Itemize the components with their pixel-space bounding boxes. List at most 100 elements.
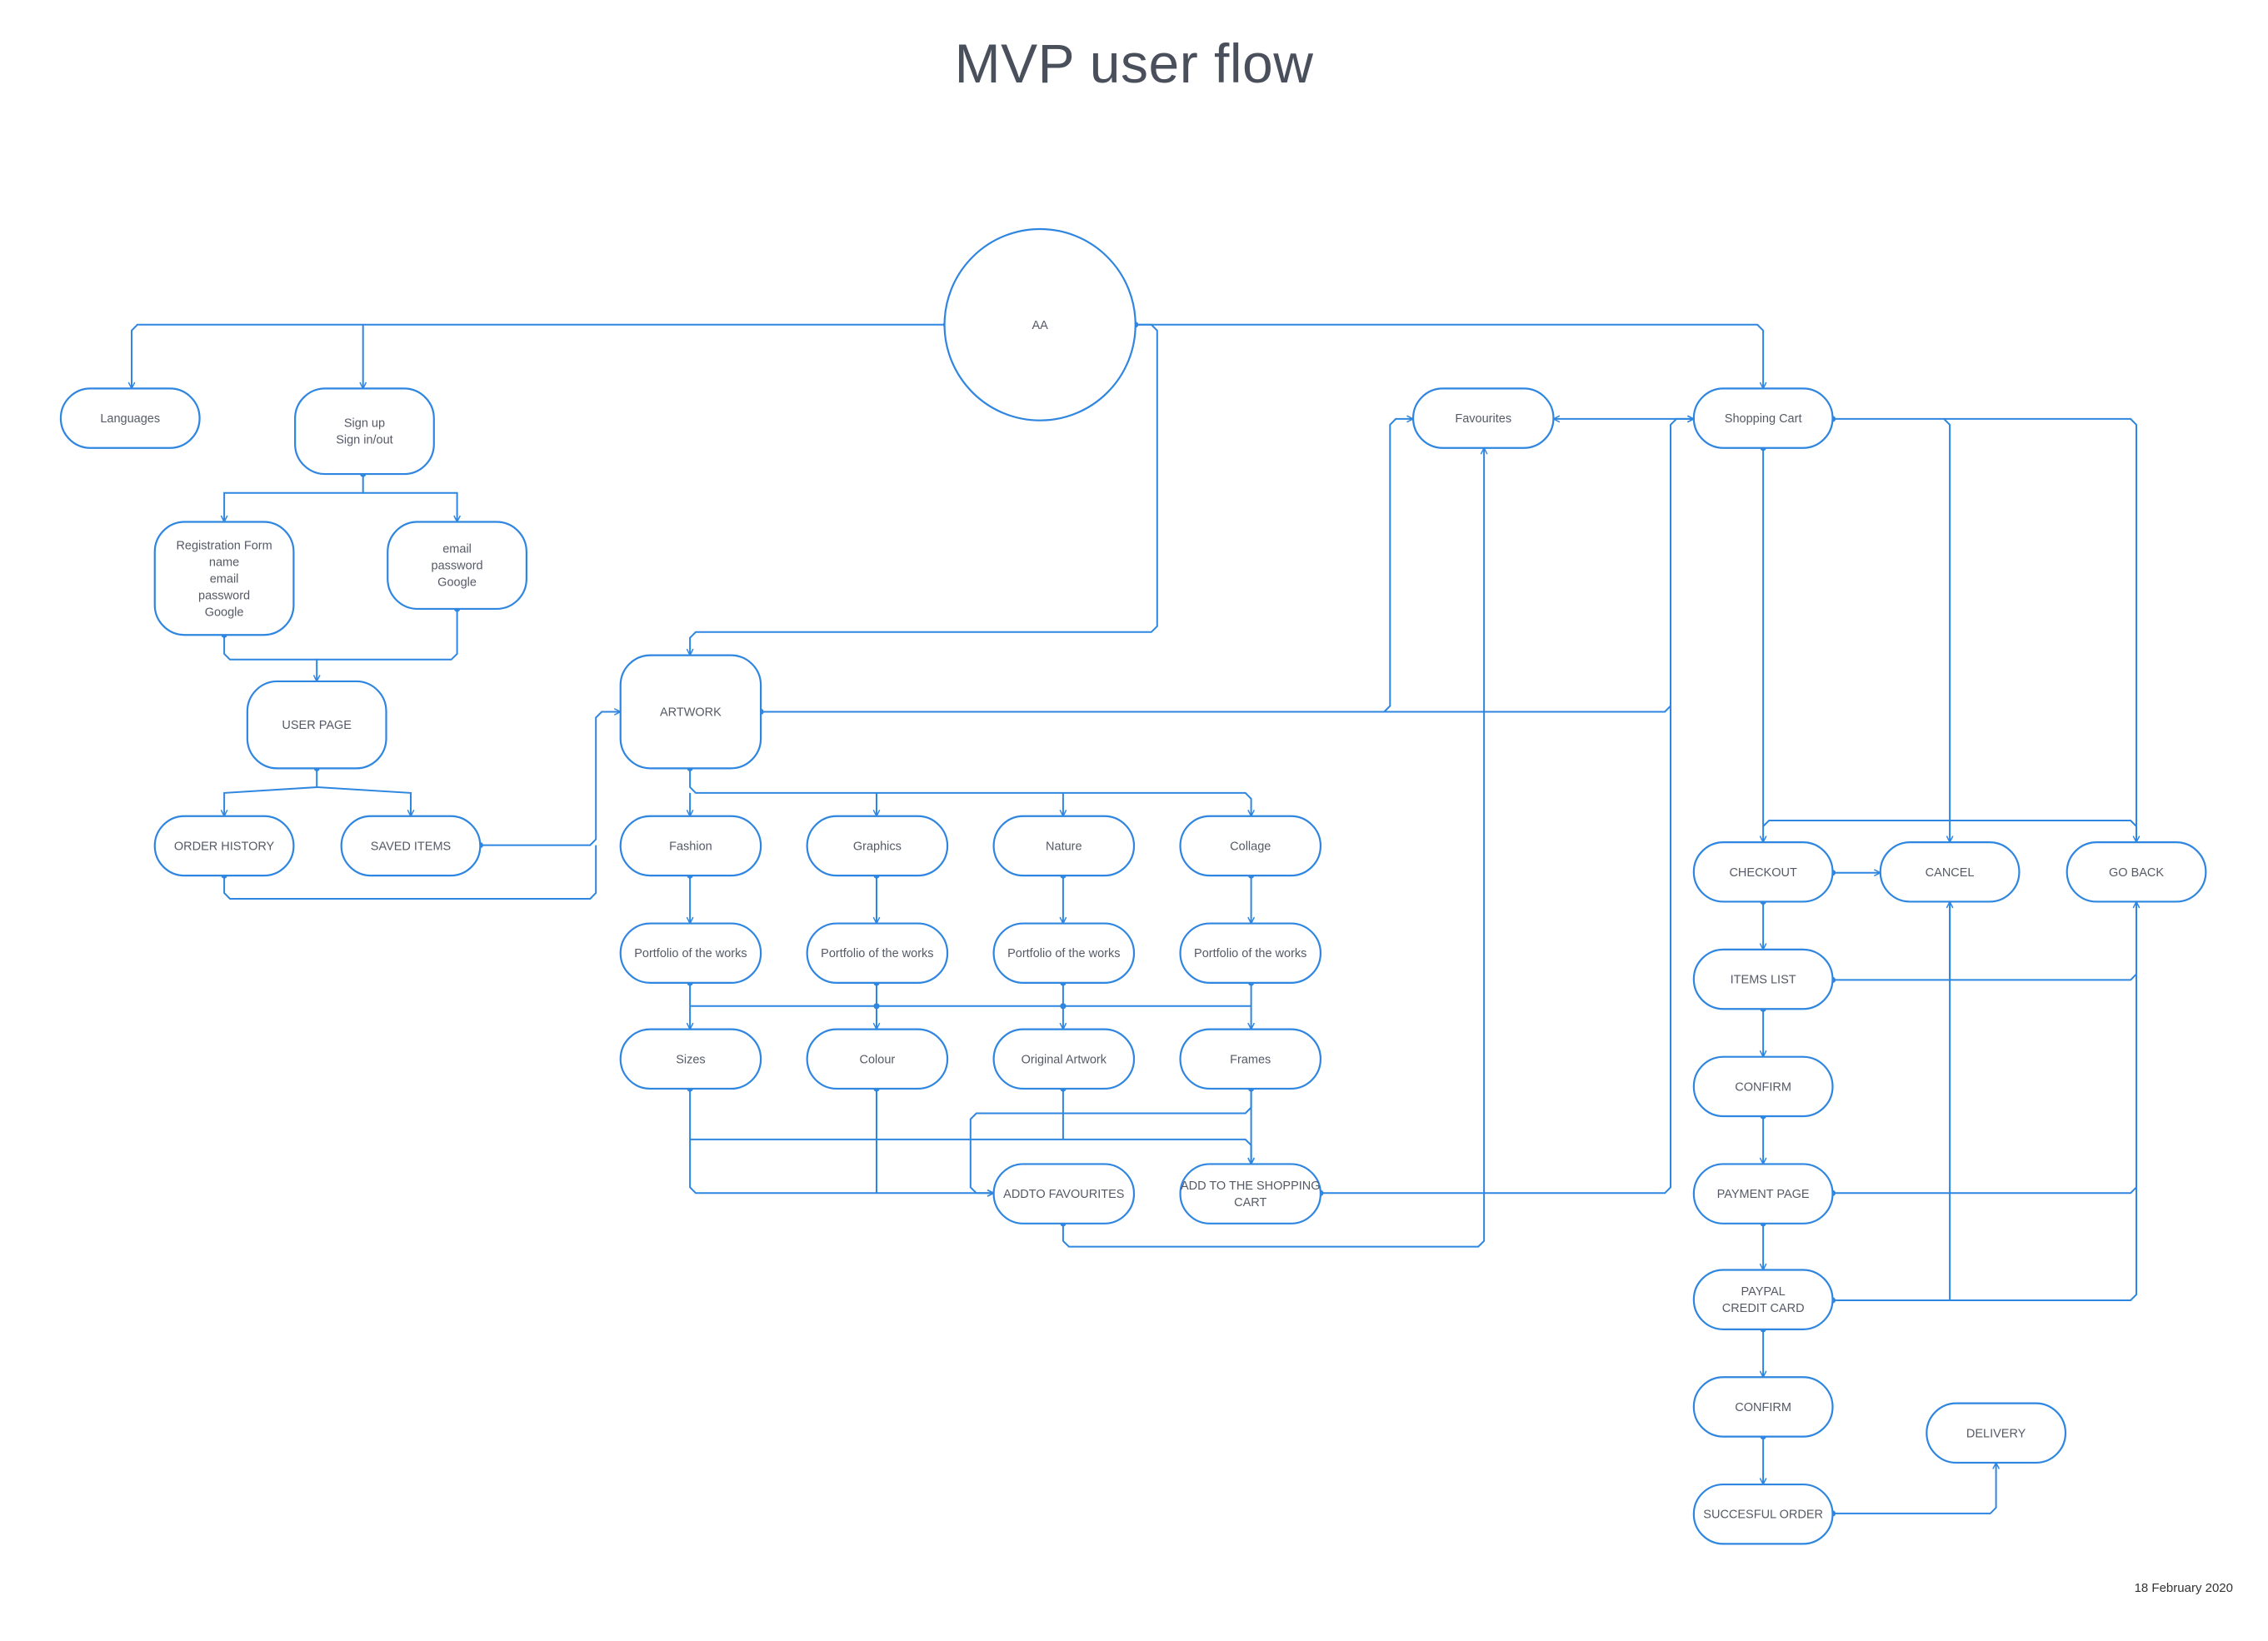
node-shape — [59, 387, 201, 449]
connector-dot — [1060, 1003, 1067, 1010]
node-label: Google — [437, 576, 477, 590]
node-graphics[interactable]: Graphics — [806, 815, 949, 877]
flow-connector — [362, 491, 457, 522]
node-label: PAYPAL — [1741, 1285, 1786, 1299]
node-favourites[interactable]: Favourites — [1411, 387, 1555, 449]
node-label: CHECKOUT — [1729, 866, 1797, 880]
flow-connector — [1944, 417, 2136, 842]
node-portfolio4[interactable]: Portfolio of the works — [1179, 922, 1322, 985]
flow-connector — [1832, 417, 1951, 842]
node-shape — [1692, 1163, 1834, 1225]
node-original[interactable]: Original Artwork — [992, 1028, 1136, 1090]
node-shape — [1692, 1483, 1834, 1545]
flow-connector — [132, 323, 947, 389]
flow-connector — [761, 705, 1671, 713]
flow-connector — [1832, 901, 2137, 1301]
node-label: Shopping Cart — [1725, 412, 1802, 426]
flow-connector — [1832, 902, 2137, 981]
node-label: USER PAGE — [282, 719, 352, 732]
flow-connector — [480, 712, 620, 846]
node-shape — [1692, 1269, 1834, 1330]
node-nature[interactable]: Nature — [992, 815, 1136, 877]
node-fashion[interactable]: Fashion — [619, 815, 762, 877]
edges-layer — [132, 322, 2137, 1517]
node-shape — [153, 521, 295, 636]
node-label: Portfolio of the works — [1194, 947, 1306, 960]
node-paypal[interactable]: PAYPAL CREDIT CARD — [1692, 1269, 1834, 1330]
node-colour[interactable]: Colour — [806, 1028, 949, 1090]
node-shape — [1692, 948, 1834, 1010]
date-stamp: 18 February 2020 — [2134, 1581, 2233, 1595]
node-sizes[interactable]: Sizes — [619, 1028, 762, 1090]
node-label: CREDIT CARD — [1722, 1302, 1805, 1315]
node-confirm1[interactable]: CONFIRM — [1692, 1055, 1834, 1118]
node-success[interactable]: SUCCESFUL ORDER — [1692, 1483, 1834, 1545]
node-addfav[interactable]: ADDTO FAVOURITES — [992, 1163, 1136, 1225]
node-shape — [246, 680, 387, 770]
flow-connector — [1762, 820, 2137, 827]
node-label: DELIVERY — [1966, 1427, 2026, 1440]
node-itemslist[interactable]: ITEMS LIST — [1692, 948, 1834, 1010]
node-label: Nature — [1046, 840, 1082, 853]
node-label: Sign up — [344, 417, 385, 431]
node-label: email — [210, 572, 239, 586]
node-shape — [1692, 1376, 1834, 1438]
node-shape — [1411, 387, 1555, 449]
node-payment[interactable]: PAYMENT PAGE — [1692, 1163, 1834, 1225]
node-label: Portfolio of the works — [634, 947, 747, 960]
node-label: Google — [205, 606, 244, 619]
node-label: password — [432, 560, 483, 573]
node-shape — [619, 815, 762, 877]
node-delivery[interactable]: DELIVERY — [1926, 1402, 2067, 1464]
node-label: ADD TO THE SHOPPING — [1181, 1180, 1321, 1193]
node-label: Colour — [860, 1053, 896, 1066]
node-cart[interactable]: Shopping Cart — [1692, 387, 1834, 449]
node-label: SUCCESFUL ORDER — [1703, 1509, 1823, 1522]
node-goback[interactable]: GO BACK — [2066, 841, 2207, 903]
node-shape — [1692, 841, 1834, 903]
node-saveditems[interactable]: SAVED ITEMS — [340, 815, 482, 877]
node-shape — [1879, 841, 2021, 903]
node-languages[interactable]: Languages — [59, 387, 201, 449]
node-orderhistory[interactable]: ORDER HISTORY — [153, 815, 295, 877]
node-shape — [619, 1028, 762, 1090]
flow-connector — [224, 474, 364, 521]
node-confirm2[interactable]: CONFIRM — [1692, 1376, 1834, 1438]
node-aa[interactable]: AA — [943, 227, 1136, 421]
node-shape — [992, 922, 1136, 985]
node-label: Fashion — [669, 840, 712, 853]
node-shape — [992, 1163, 1136, 1225]
node-collage[interactable]: Collage — [1179, 815, 1322, 877]
node-label: Registration Form — [176, 539, 272, 552]
flow-connector — [969, 1089, 1252, 1193]
node-checkout[interactable]: CHECKOUT — [1692, 841, 1834, 903]
node-shape — [806, 1028, 949, 1090]
node-portfolio1[interactable]: Portfolio of the works — [619, 922, 762, 985]
flow-connector — [689, 1089, 994, 1193]
node-portfolio3[interactable]: Portfolio of the works — [992, 922, 1136, 985]
node-userpage[interactable]: USER PAGE — [246, 680, 387, 770]
node-artwork[interactable]: ARTWORK — [619, 654, 762, 770]
node-label: Portfolio of the works — [821, 947, 933, 960]
flow-connector — [224, 768, 318, 816]
node-shape — [1692, 387, 1834, 449]
node-portfolio2[interactable]: Portfolio of the works — [806, 922, 949, 985]
flow-connector — [223, 845, 597, 900]
node-label: GO BACK — [2109, 866, 2164, 880]
node-shape — [387, 521, 527, 611]
flow-connector — [1832, 1463, 1996, 1514]
flow-connector — [223, 635, 317, 681]
flow-connector — [1062, 448, 1484, 1248]
node-label: SAVED ITEMS — [371, 840, 451, 853]
node-frames[interactable]: Frames — [1179, 1028, 1322, 1090]
node-shape — [1692, 1055, 1834, 1118]
node-label: ORDER HISTORY — [174, 840, 275, 853]
node-shape — [619, 654, 762, 770]
node-cancel[interactable]: CANCEL — [1879, 841, 2021, 903]
